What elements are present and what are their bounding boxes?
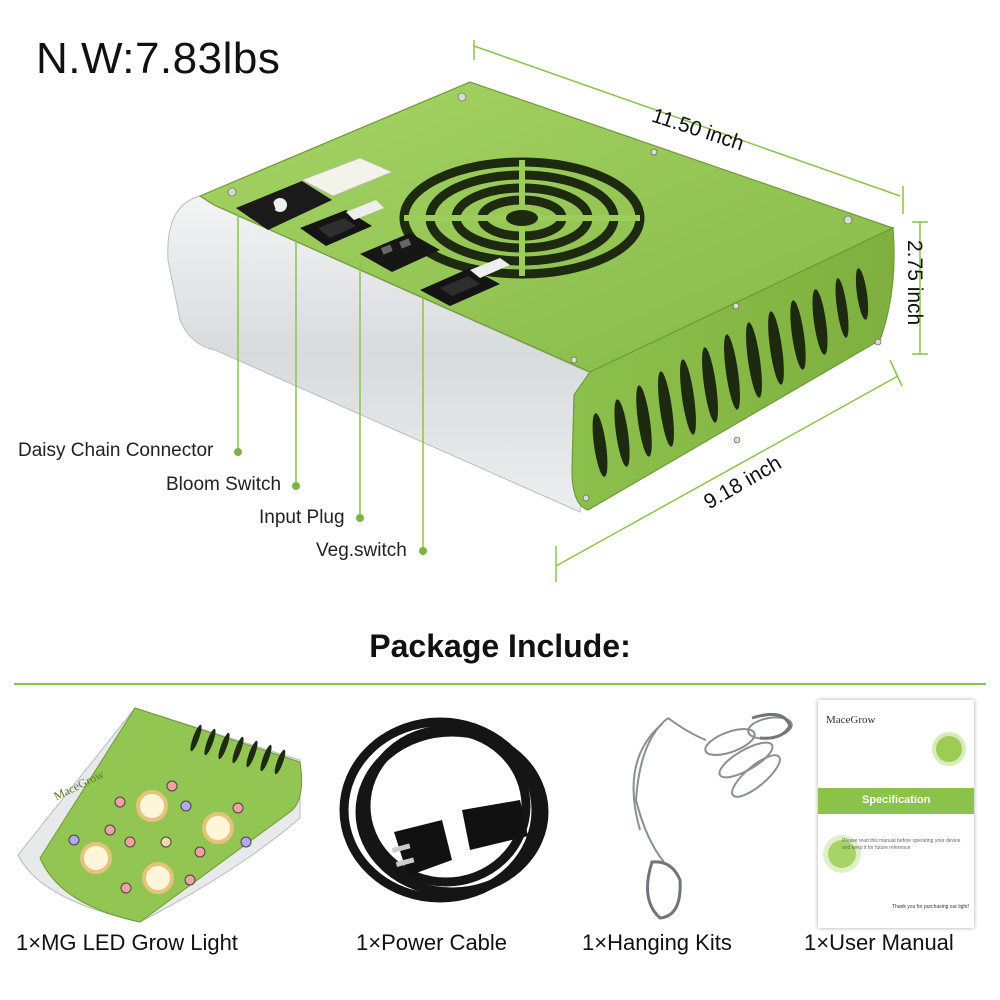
manual-note: Please read this manual before operating… bbox=[842, 838, 961, 851]
manual-heading: Specification bbox=[862, 794, 931, 806]
package-item-user-manual: 1×User Manual bbox=[804, 930, 954, 955]
housing-side-panel bbox=[167, 195, 589, 513]
veg-switch-housing bbox=[420, 258, 510, 306]
callout-dot bbox=[356, 514, 364, 522]
bloom-switch-housing bbox=[300, 200, 384, 246]
package-item-power-cable: 1×Power Cable bbox=[356, 930, 508, 955]
input-plug-socket bbox=[360, 233, 440, 272]
callout-leaders bbox=[237, 215, 424, 551]
callout-bloom-switch: Bloom Switch bbox=[166, 474, 282, 495]
daisy-chain-socket bbox=[236, 181, 332, 230]
callout-daisy-chain: Daisy Chain Connector bbox=[18, 440, 214, 461]
dimension-lines bbox=[473, 40, 928, 582]
package-user-manual-image: MaceGrow Specification Please read this … bbox=[818, 700, 974, 928]
callout-input-plug: Input Plug bbox=[259, 507, 345, 528]
net-weight-label: N.W:7.83lbs bbox=[36, 34, 281, 83]
housing-screws bbox=[227, 92, 882, 502]
manual-sun-icon bbox=[936, 736, 962, 762]
manual-brand: MaceGrow bbox=[826, 714, 876, 726]
package-title: Package Include: bbox=[369, 628, 631, 664]
section-divider bbox=[14, 683, 986, 685]
manual-heading-band bbox=[818, 788, 974, 814]
callout-veg-switch: Veg.switch bbox=[316, 540, 407, 561]
front-vent-slots bbox=[592, 268, 869, 477]
package-item-grow-light: 1×MG LED Grow Light bbox=[16, 930, 238, 955]
manual-thanks: Thank you for purchasing our light! bbox=[892, 904, 969, 910]
callout-dot bbox=[419, 547, 427, 555]
product-label-sticker bbox=[301, 157, 394, 197]
callout-dot bbox=[234, 448, 242, 456]
callout-dot bbox=[292, 482, 300, 490]
package-item-hanging-kits: 1×Hanging Kits bbox=[582, 930, 732, 955]
manual-sun-icon-large bbox=[828, 840, 856, 868]
